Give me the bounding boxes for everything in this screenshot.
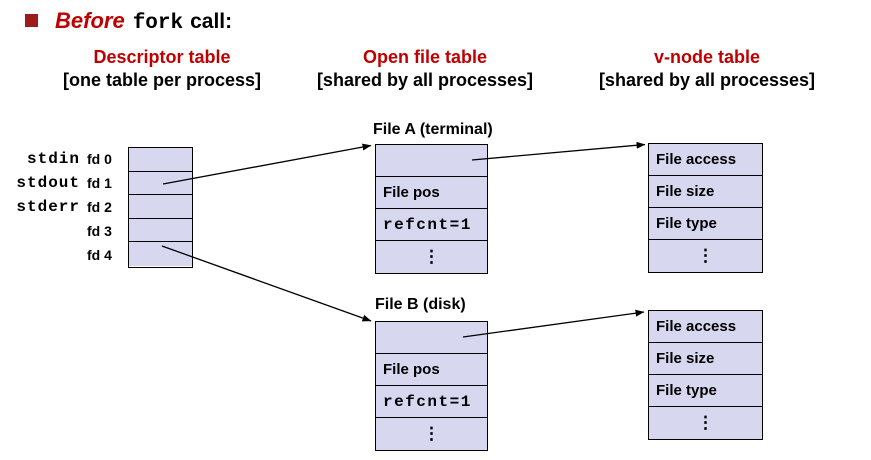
slide-title-text: Before fork call:: [55, 8, 232, 35]
arrow-file-b-to-vnode2: [462, 309, 645, 338]
file-a-refcnt-cell: refcnt=1: [376, 209, 487, 241]
stream-label-stdout: stdout: [16, 174, 80, 192]
slide-title: Before fork call:: [25, 8, 232, 35]
file-a-title: File A (terminal): [373, 121, 493, 138]
descriptor-table-subheader: [one table per process]: [62, 70, 262, 90]
descriptor-cell-fd0: [129, 148, 192, 172]
file-a-pointer-cell: [376, 145, 487, 177]
descriptor-table: [128, 147, 193, 268]
file-b-table: File pos refcnt=1 ⋮: [375, 321, 488, 451]
fd-label-2: fd 2: [87, 199, 112, 215]
fd-label-3: fd 3: [87, 223, 112, 239]
title-before: Before: [55, 8, 125, 33]
arrow-fd1-to-file-a: [162, 143, 372, 185]
descriptor-cell-fd1: [129, 171, 192, 196]
vnode2-file-access-cell: File access: [649, 311, 762, 343]
descriptor-cell-fd4: [129, 242, 192, 266]
stream-labels: stdin stdout stderr: [0, 147, 80, 219]
stream-label-stderr: stderr: [16, 198, 80, 216]
fd-labels: fd 0 fd 1 fd 2 fd 3 fd 4: [87, 147, 121, 267]
open-file-table-header: Open file table: [362, 47, 488, 67]
vnode1-file-type-cell: File type: [649, 208, 762, 240]
column-header-open-file-table: Open file table [shared by all processes…: [304, 46, 546, 92]
stream-label-stdin: stdin: [26, 150, 80, 168]
vnode-table-header: v-node table: [653, 47, 760, 67]
file-a-ellipsis-cell: ⋮: [376, 241, 487, 273]
fd-label-4: fd 4: [87, 247, 112, 263]
arrow-file-a-to-vnode1: [471, 141, 646, 161]
title-call: call:: [190, 10, 233, 33]
vnode2-ellipsis-cell: ⋮: [649, 407, 762, 439]
vnode1-ellipsis-cell: ⋮: [649, 240, 762, 272]
descriptor-cell-fd2: [129, 195, 192, 219]
fd-label-1: fd 1: [87, 175, 112, 191]
file-a-filepos-cell: File pos: [376, 177, 487, 209]
vnode1-file-size-cell: File size: [649, 176, 762, 208]
descriptor-table-header: Descriptor table: [93, 47, 231, 67]
file-b-pointer-cell: [376, 322, 487, 354]
column-header-vnode-table: v-node table [shared by all processes]: [585, 46, 829, 92]
vnode-table-subheader: [shared by all processes]: [598, 70, 816, 90]
file-b-title: File B (disk): [375, 296, 466, 313]
file-b-filepos-cell: File pos: [376, 354, 487, 386]
vnode-table-1: File access File size File type ⋮: [648, 143, 763, 273]
arrow-fd4-to-file-b: [161, 245, 372, 322]
file-a-table: File pos refcnt=1 ⋮: [375, 144, 488, 274]
vnode-table-2: File access File size File type ⋮: [648, 310, 763, 440]
vnode2-file-type-cell: File type: [649, 375, 762, 407]
vnode1-file-access-cell: File access: [649, 144, 762, 176]
file-b-ellipsis-cell: ⋮: [376, 418, 487, 450]
column-header-descriptor-table: Descriptor table [one table per process]: [42, 46, 282, 92]
title-fork-keyword: fork: [132, 12, 184, 35]
bullet-square-icon: [25, 14, 38, 27]
descriptor-cell-fd3: [129, 218, 192, 243]
fd-label-0: fd 0: [87, 151, 112, 167]
file-b-refcnt-cell: refcnt=1: [376, 386, 487, 418]
vnode2-file-size-cell: File size: [649, 343, 762, 375]
open-file-table-subheader: [shared by all processes]: [316, 70, 534, 90]
